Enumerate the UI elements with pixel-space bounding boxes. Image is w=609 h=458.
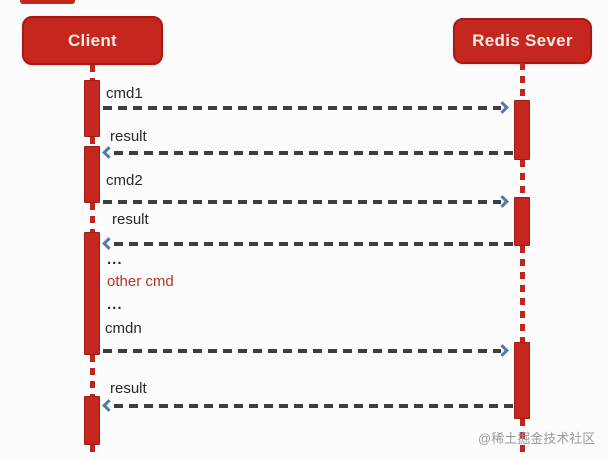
client-lifeline-segment xyxy=(90,355,95,396)
client-lifeline-segment xyxy=(90,137,95,146)
server-lifeline-segment xyxy=(520,63,525,100)
message-arrow-result1 xyxy=(114,151,514,155)
message-arrow-cmd1 xyxy=(103,106,501,110)
message-arrow-cmd2 xyxy=(103,200,501,204)
actor-box-client: Client xyxy=(22,16,163,65)
client-activation-bar xyxy=(84,232,100,355)
client-lifeline-segment xyxy=(90,203,95,232)
server-activation-bar xyxy=(514,100,530,160)
arrowhead-right-icon xyxy=(496,344,509,357)
actor-box-redis-server: Redis Sever xyxy=(453,18,592,64)
arrowhead-left-icon xyxy=(102,146,115,159)
client-activation-bar xyxy=(84,80,100,137)
message-label-result: result xyxy=(110,128,147,145)
client-activation-bar xyxy=(84,146,100,203)
actor-label-client: Client xyxy=(67,30,118,50)
actor-label-redis-server: Redis Sever xyxy=(472,31,573,50)
message-label-other-cmd: other cmd xyxy=(107,273,174,290)
arrowhead-left-icon xyxy=(102,237,115,250)
message-label-cmdn: cmdn xyxy=(105,320,142,337)
arrowhead-left-icon xyxy=(102,399,115,412)
message-label-cmd2: cmd2 xyxy=(106,172,143,189)
server-lifeline-segment xyxy=(520,419,525,458)
server-lifeline-segment xyxy=(520,160,525,197)
client-activation-bar xyxy=(84,396,100,445)
server-activation-bar xyxy=(514,342,530,419)
client-lifeline-segment xyxy=(90,445,95,458)
watermark-text: @稀土掘金技术社区 xyxy=(478,431,596,446)
message-arrow-result2 xyxy=(114,242,514,246)
server-activation-bar xyxy=(514,197,530,246)
message-label-result: result xyxy=(110,380,147,397)
arrowhead-right-icon xyxy=(496,195,509,208)
message-label-ellipsis: ... xyxy=(107,251,123,268)
client-lifeline-segment xyxy=(90,65,95,80)
message-label-ellipsis: ... xyxy=(107,296,123,313)
message-label-cmd1: cmd1 xyxy=(106,85,143,102)
server-lifeline-segment xyxy=(520,246,525,342)
message-arrow-result3 xyxy=(114,404,514,408)
message-arrow-cmdn xyxy=(103,349,501,353)
message-label-result: result xyxy=(112,211,149,228)
cropped-red-bar xyxy=(20,0,75,4)
arrowhead-right-icon xyxy=(496,101,509,114)
